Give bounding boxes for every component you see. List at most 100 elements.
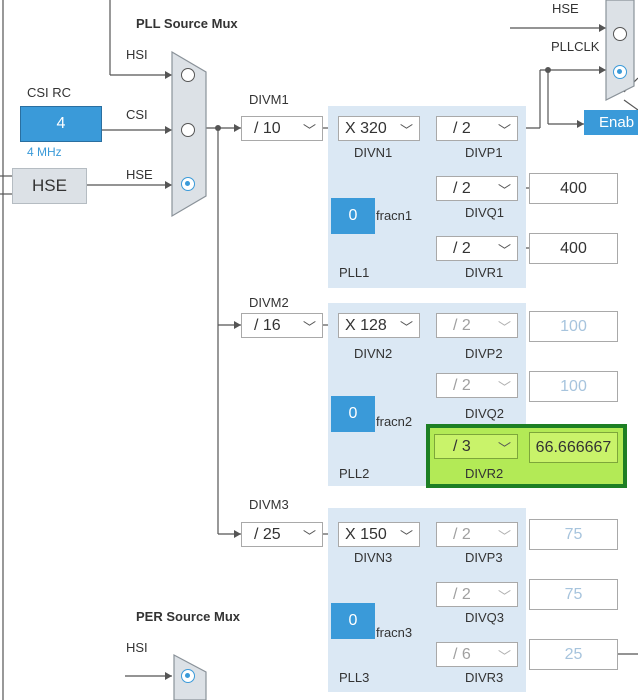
chevron-down-icon: ﹀ <box>497 529 511 544</box>
divp3-output: 75 <box>529 519 618 550</box>
divp1-value: / 2 <box>453 120 471 137</box>
divm1-select[interactable]: / 10 ﹀ <box>241 116 323 141</box>
mux-radio-csi[interactable] <box>181 123 195 137</box>
divr1-output: 400 <box>529 233 618 264</box>
chevron-down-icon: ﹀ <box>399 529 413 544</box>
divq2-label: DIVQ2 <box>465 406 505 421</box>
divm3-select[interactable]: / 25 ﹀ <box>241 522 323 547</box>
divn3-value: X 150 <box>345 526 387 543</box>
pll3-label: PLL3 <box>339 670 370 685</box>
divq1-output: 400 <box>529 173 618 204</box>
fracn1-value: 0 <box>348 207 358 224</box>
per-mux-input-hsi-label: HSI <box>126 640 148 655</box>
chevron-down-icon: ﹀ <box>497 243 511 258</box>
divq3-output: 75 <box>529 579 618 610</box>
fracn2-value-box[interactable]: 0 <box>331 396 375 432</box>
csi-rc-value: 4 <box>56 115 66 132</box>
right-mux-input-hse: HSE <box>552 1 579 16</box>
hse-source-block[interactable]: HSE <box>12 168 87 204</box>
mux-radio-hsi[interactable] <box>181 68 195 82</box>
fracn3-label: fracn3 <box>376 625 413 640</box>
divq3-value: / 2 <box>453 586 471 603</box>
divn3-select[interactable]: X 150 ﹀ <box>338 522 420 547</box>
chevron-down-icon: ﹀ <box>497 380 511 395</box>
divp3-select[interactable]: / 2 ﹀ <box>436 522 518 547</box>
chevron-down-icon: ﹀ <box>497 183 511 198</box>
divq2-output: 100 <box>529 371 618 402</box>
divr2-output: 66.666667 <box>529 432 618 463</box>
mux-input-csi-label: CSI <box>126 107 148 122</box>
divm1-label: DIVM1 <box>249 92 289 107</box>
divq1-value: / 2 <box>453 180 471 197</box>
divr3-value: / 6 <box>453 646 471 663</box>
divn2-select[interactable]: X 128 ﹀ <box>338 313 420 338</box>
divm2-label: DIVM2 <box>249 295 289 310</box>
fracn1-value-box[interactable]: 0 <box>331 198 375 234</box>
chevron-down-icon: ﹀ <box>399 320 413 335</box>
divn3-label: DIVN3 <box>354 550 393 565</box>
divq2-value: / 2 <box>453 377 471 394</box>
per-mux-radio-hsi[interactable] <box>181 669 195 683</box>
fracn3-value: 0 <box>348 612 358 629</box>
divp1-label: DIVP1 <box>465 145 503 160</box>
divr2-value: / 3 <box>453 438 471 455</box>
divm3-value: / 25 <box>254 526 281 543</box>
chevron-down-icon: ﹀ <box>302 320 316 335</box>
csi-rc-frequency: 4 MHz <box>27 145 62 159</box>
divq3-label: DIVQ3 <box>465 610 505 625</box>
chevron-down-icon: ﹀ <box>302 529 316 544</box>
divr2-label: DIVR2 <box>465 466 504 481</box>
hse-source-label: HSE <box>32 176 67 195</box>
fracn1-label: fracn1 <box>376 208 413 223</box>
chevron-down-icon: ﹀ <box>497 320 511 335</box>
right-mux-radio-pllclk[interactable] <box>613 65 627 79</box>
divr2-select[interactable]: / 3﹀ <box>434 434 518 459</box>
divp3-label: DIVP3 <box>465 550 503 565</box>
fracn2-label: fracn2 <box>376 414 413 429</box>
pll2-label: PLL2 <box>339 466 370 481</box>
divp2-output: 100 <box>529 311 618 342</box>
divp3-value: / 2 <box>453 526 471 543</box>
right-mux-input-pllclk: PLLCLK <box>551 39 600 54</box>
divr3-select[interactable]: / 6 ﹀ <box>436 642 518 667</box>
divr1-value: / 2 <box>453 240 471 257</box>
divm2-value: / 16 <box>254 317 281 334</box>
chevron-down-icon: ﹀ <box>497 123 511 138</box>
divr1-select[interactable]: / 2 ﹀ <box>436 236 518 261</box>
divn1-value: X 320 <box>345 120 387 137</box>
divn2-label: DIVN2 <box>354 346 393 361</box>
divq2-select[interactable]: / 2 ﹀ <box>436 373 518 398</box>
divq1-label: DIVQ1 <box>465 205 505 220</box>
enable-button-label: Enab <box>599 114 635 131</box>
divp2-value: / 2 <box>453 317 471 334</box>
divn2-value: X 128 <box>345 317 387 334</box>
chevron-down-icon: ﹀ <box>497 589 511 604</box>
chevron-down-icon: ﹀ <box>497 649 511 664</box>
divr3-output: 25 <box>529 639 618 670</box>
divp2-label: DIVP2 <box>465 346 503 361</box>
divq3-select[interactable]: / 2 ﹀ <box>436 582 518 607</box>
per-source-mux-title: PER Source Mux <box>136 609 241 624</box>
chevron-down-icon: ﹀ <box>399 123 413 138</box>
divm2-select[interactable]: / 16 ﹀ <box>241 313 323 338</box>
mux-radio-hse[interactable] <box>181 177 195 191</box>
fracn2-value: 0 <box>348 405 358 422</box>
divr3-label: DIVR3 <box>465 670 504 685</box>
divn1-label: DIVN1 <box>354 145 393 160</box>
enable-button[interactable]: Enab <box>584 110 638 135</box>
mux-input-hsi-label: HSI <box>126 47 148 62</box>
divq1-select[interactable]: / 2 ﹀ <box>436 176 518 201</box>
divm3-label: DIVM3 <box>249 497 289 512</box>
pll1-label: PLL1 <box>339 265 370 280</box>
divm1-value: / 10 <box>254 120 281 137</box>
csi-rc-value-box[interactable]: 4 <box>20 106 102 142</box>
divn1-select[interactable]: X 320 ﹀ <box>338 116 420 141</box>
right-mux-radio-hse[interactable] <box>613 27 627 41</box>
csi-rc-title: CSI RC <box>27 85 72 100</box>
divp1-select[interactable]: / 2 ﹀ <box>436 116 518 141</box>
fracn3-value-box[interactable]: 0 <box>331 603 375 639</box>
chevron-down-icon: ﹀ <box>302 123 316 138</box>
pll-source-mux-title: PLL Source Mux <box>136 16 238 31</box>
divr1-label: DIVR1 <box>465 265 504 280</box>
divp2-select[interactable]: / 2 ﹀ <box>436 313 518 338</box>
